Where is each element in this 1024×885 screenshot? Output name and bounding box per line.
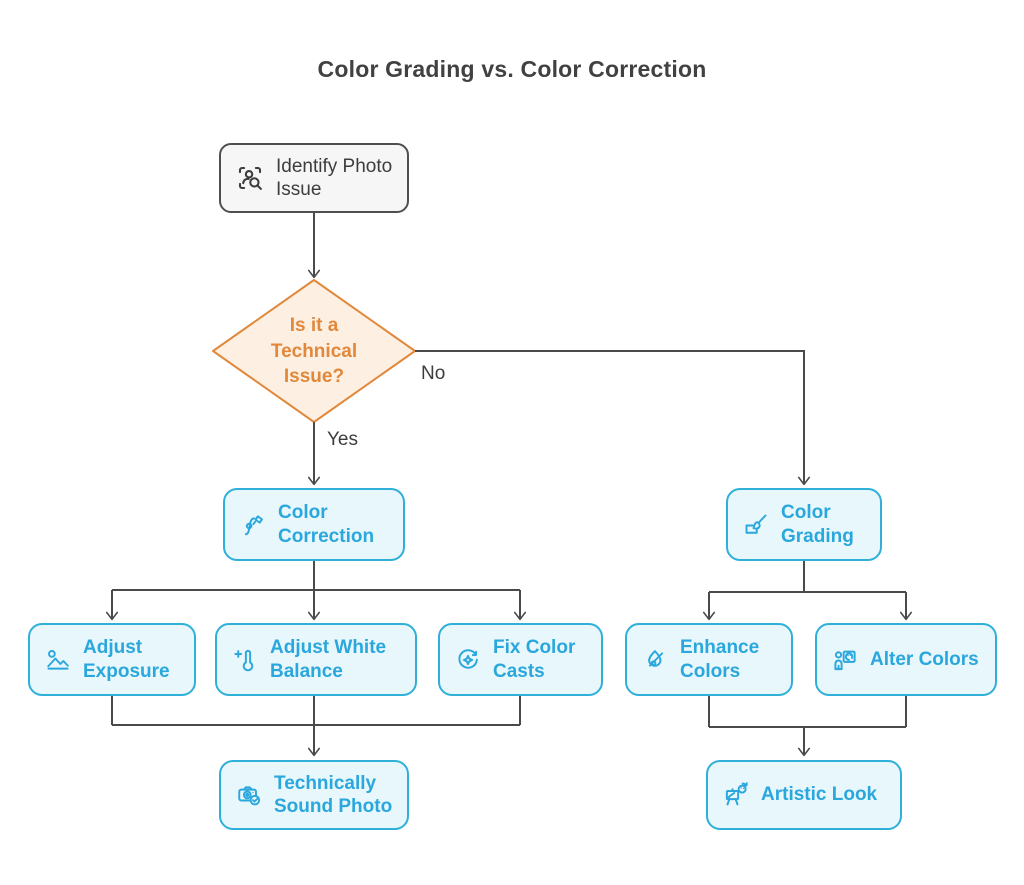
decision-label: Is it a Technical Issue? — [270, 315, 358, 388]
edge-grading-fanout-rail — [709, 561, 906, 593]
node-identify-photo-issue: Identify Photo Issue — [219, 143, 409, 213]
refresh-sparkle-icon — [453, 645, 483, 675]
person-search-icon — [234, 162, 266, 194]
edge-right-converge-rail — [708, 696, 907, 728]
edge-no-to-color-grading — [415, 350, 811, 486]
node-label: Color Correction — [278, 502, 375, 547]
node-enhance-colors: Enhance Colors — [625, 623, 793, 696]
paintbrush-icon — [741, 510, 771, 540]
node-technically-sound-photo: Technically Sound Photo — [219, 760, 409, 830]
camera-check-icon — [234, 780, 264, 810]
node-label: Color Grading — [781, 502, 854, 547]
page-title: Color Grading vs. Color Correction — [317, 56, 707, 82]
thermometer-plus-icon — [230, 645, 260, 675]
node-adjust-white-balance: Adjust White Balance — [215, 623, 417, 696]
edge-label-yes: Yes — [327, 429, 358, 450]
node-label: Artistic Look — [761, 784, 878, 806]
node-label: Adjust Exposure — [83, 637, 170, 682]
node-alter-colors: Alter Colors — [815, 623, 997, 696]
flame-stroke-icon — [640, 645, 670, 675]
edge-label-no: No — [421, 363, 446, 384]
node-label: Technically Sound Photo — [274, 772, 393, 817]
edge-correction-fanout-rail — [112, 561, 520, 591]
node-label: Adjust White Balance — [270, 637, 387, 682]
easel-palette-icon — [721, 780, 751, 810]
node-label: Fix Color Casts — [493, 637, 576, 682]
node-label: Enhance Colors — [680, 637, 760, 682]
node-artistic-look: Artistic Look — [706, 760, 902, 830]
person-frame-palette-icon — [830, 645, 860, 675]
node-adjust-exposure: Adjust Exposure — [28, 623, 196, 696]
node-label: Alter Colors — [870, 648, 979, 670]
node-color-grading: Color Grading — [726, 488, 882, 561]
node-color-correction: Color Correction — [223, 488, 405, 561]
landscape-photo-icon — [43, 645, 73, 675]
node-fix-color-casts: Fix Color Casts — [438, 623, 603, 696]
color-tune-icon — [238, 510, 268, 540]
node-label: Identify Photo Issue — [276, 155, 393, 200]
edge-left-converge-rail — [111, 696, 521, 726]
